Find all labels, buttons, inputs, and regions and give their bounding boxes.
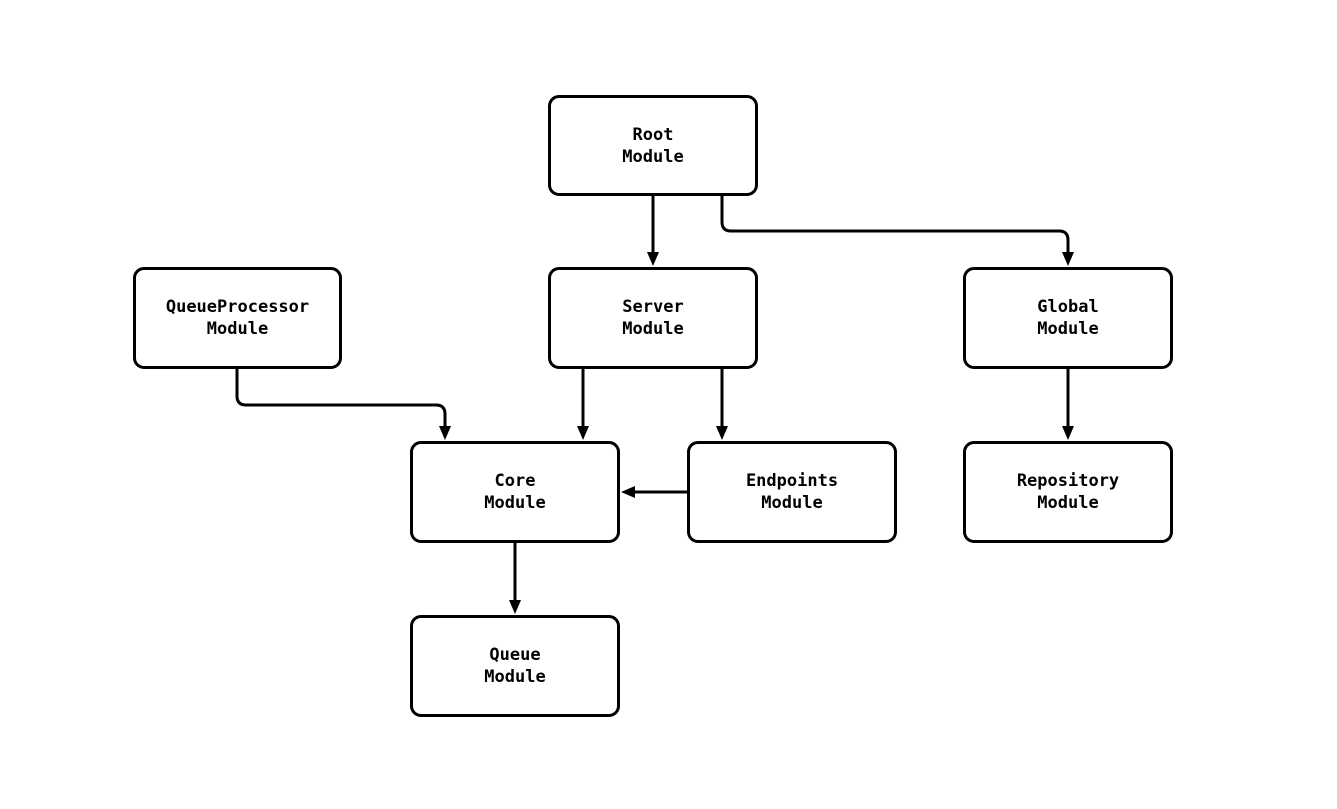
- server-module-label-line1: Server: [622, 297, 684, 317]
- queue-module-node[interactable]: Queue Module: [410, 615, 620, 717]
- queue-module-label-line2: Module: [484, 667, 546, 687]
- global-module-label-line2: Module: [1037, 319, 1099, 339]
- global-module-node[interactable]: Global Module: [963, 267, 1173, 369]
- queueprocessor-module-node[interactable]: QueueProcessor Module: [133, 267, 342, 369]
- root-module-label-line2: Module: [622, 146, 684, 167]
- root-module-label-line1: Root: [632, 124, 674, 145]
- repository-module-label-line2: Module: [1037, 493, 1099, 513]
- root-module-node[interactable]: Root Module: [548, 95, 758, 196]
- queueprocessor-module-label-line1: QueueProcessor: [165, 297, 310, 317]
- core-module-label-line1: Core: [494, 471, 536, 491]
- queue-module-label-line1: Queue: [489, 645, 541, 665]
- repository-module-label-line1: Repository: [1016, 471, 1120, 491]
- server-module-label-line2: Module: [622, 319, 684, 339]
- server-module-node[interactable]: Server Module: [548, 267, 758, 369]
- global-module-label-line1: Global: [1037, 297, 1099, 317]
- endpoints-module-label-line1: Endpoints: [745, 471, 839, 491]
- queueprocessor-module-label-line2: Module: [206, 319, 269, 339]
- repository-module-node[interactable]: Repository Module: [963, 441, 1173, 543]
- core-module-label-line2: Module: [484, 493, 546, 513]
- endpoints-module-label-line2: Module: [761, 493, 823, 513]
- edge-queueprocessor-to-core-line: [235, 369, 451, 440]
- edge-root-to-global-line: [720, 196, 1074, 266]
- endpoints-module-node[interactable]: Endpoints Module: [687, 441, 897, 543]
- core-module-node[interactable]: Core Module: [410, 441, 620, 543]
